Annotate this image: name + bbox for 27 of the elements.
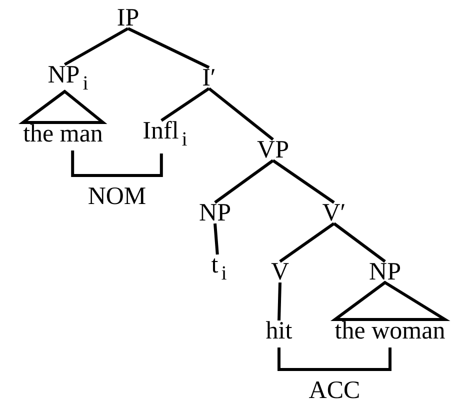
tree-node-label: V′ (322, 200, 346, 226)
tree-node-label: the woman (334, 318, 446, 344)
tree-branch (278, 282, 282, 321)
tree-branch (64, 27, 129, 66)
tree-node-label: V (270, 260, 290, 284)
tree-node-label: NP$_{i}$ (48, 62, 88, 94)
tree-branch (279, 222, 335, 263)
tree-branch (208, 87, 274, 141)
case-bracket (71, 150, 163, 177)
case-bracket (278, 348, 392, 371)
tree-node-label: NP (199, 200, 231, 226)
tree-node-label: I′ (202, 66, 216, 90)
roof-triangle (330, 280, 450, 321)
tree-node-label: Infl$_{i}$ (142, 118, 188, 150)
tree-branch (214, 223, 219, 255)
tree-branch (214, 159, 274, 204)
tree-node-label: hit (266, 318, 292, 344)
tree-node-label: NP (369, 260, 401, 284)
tree-branch (272, 159, 335, 204)
tree-node-label: t$_{i}$ (211, 252, 227, 284)
roof-triangle (18, 90, 108, 124)
tree-branch (127, 27, 210, 69)
tree-node-label: IP (116, 6, 140, 30)
tree-node-label: the man (23, 122, 103, 146)
tree-branch (333, 222, 386, 263)
tree-node-label: VP (257, 138, 289, 162)
tree-branch (160, 87, 210, 122)
